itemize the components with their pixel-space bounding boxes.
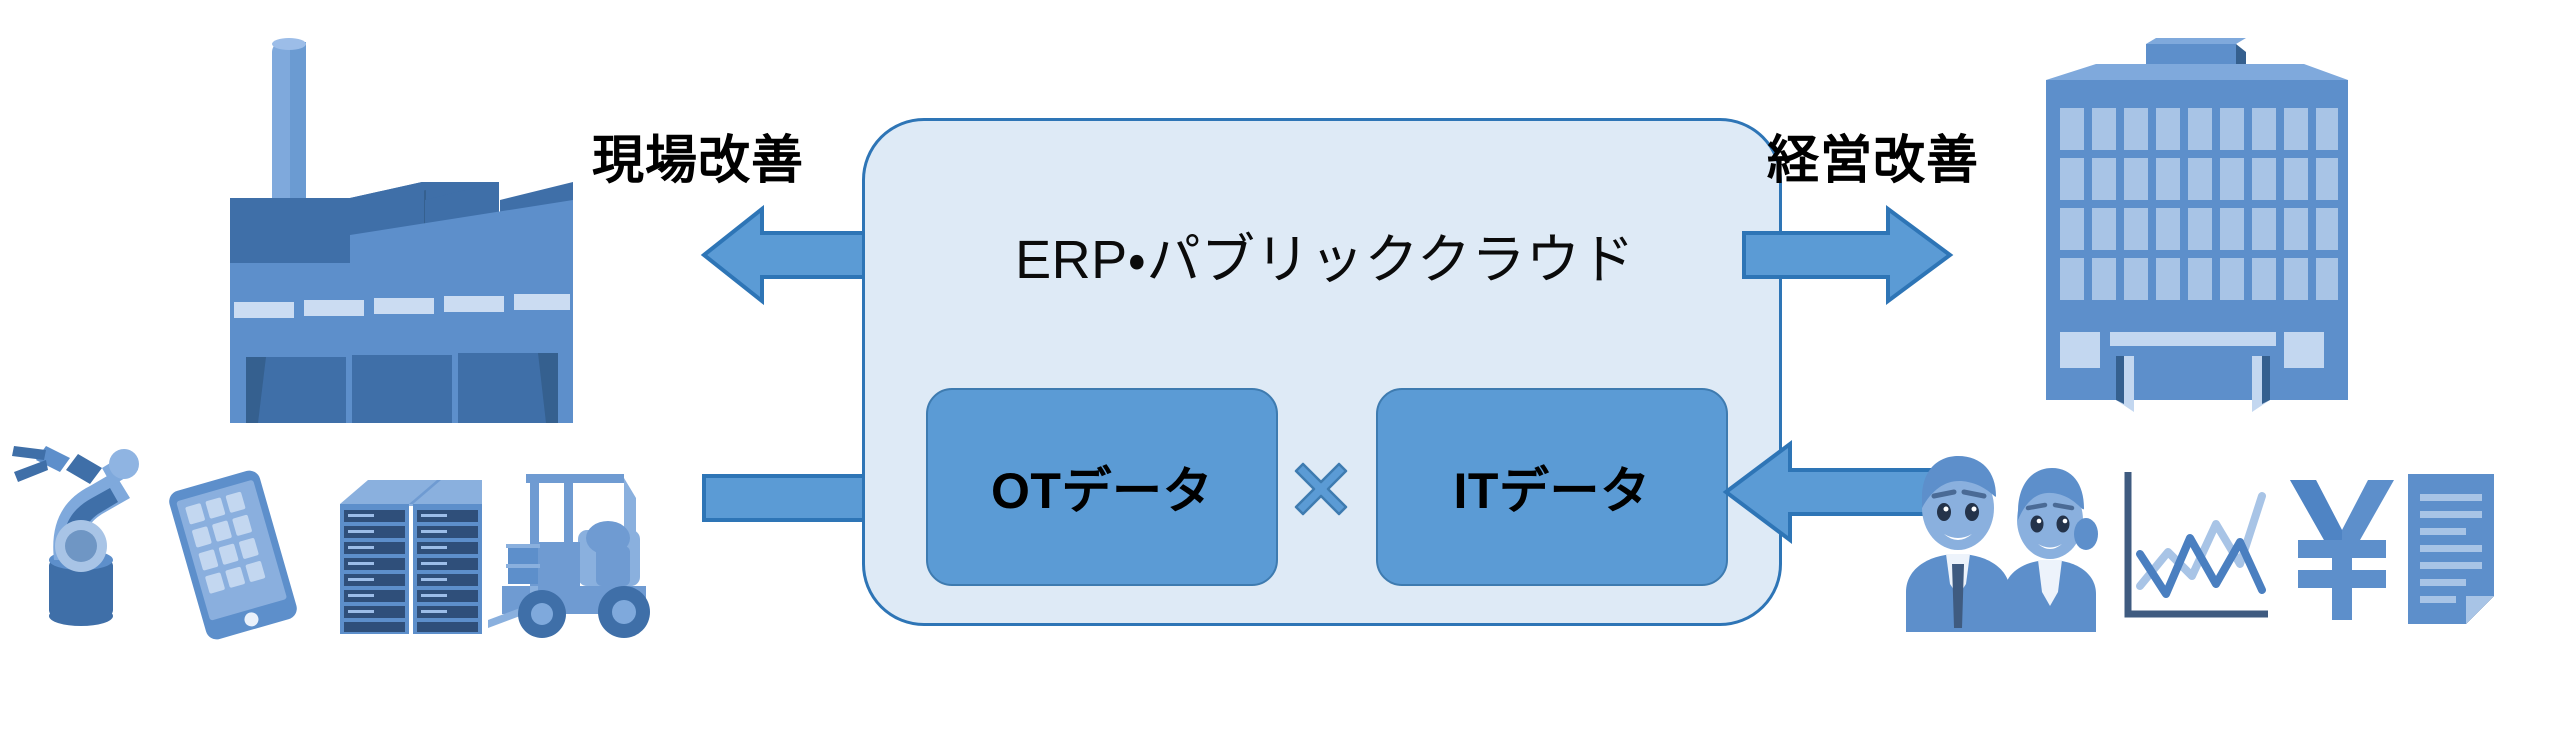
ot-data-box[interactable]: OTデータ [926,388,1278,586]
office-building-icon [2046,38,2348,412]
it-data-box[interactable]: ITデータ [1376,388,1728,586]
line-chart-icon [2124,472,2268,618]
flow-label-gemba: 現場改善 [592,132,805,190]
cloud-title: ERP・パブリッククラウド [1015,230,1635,290]
arrow-keiei-right [1742,205,1954,305]
factory-scene [0,30,700,640]
document-icon [2408,474,2494,624]
flow-label-keiei: 経営改善 [1767,132,1980,190]
cross-icon [1294,462,1348,516]
it-data-label: ITデータ [1453,463,1651,519]
forklift-icon [488,474,650,638]
server-rack-icon [340,480,482,634]
yen-symbol-icon [2290,480,2394,620]
tablet-icon [169,470,297,640]
robot-arm-icon [12,446,139,626]
office-scene [1900,30,2560,632]
ot-data-label: OTデータ [991,463,1213,519]
business-people-icon [1906,456,2098,632]
factory-icon [230,38,573,423]
